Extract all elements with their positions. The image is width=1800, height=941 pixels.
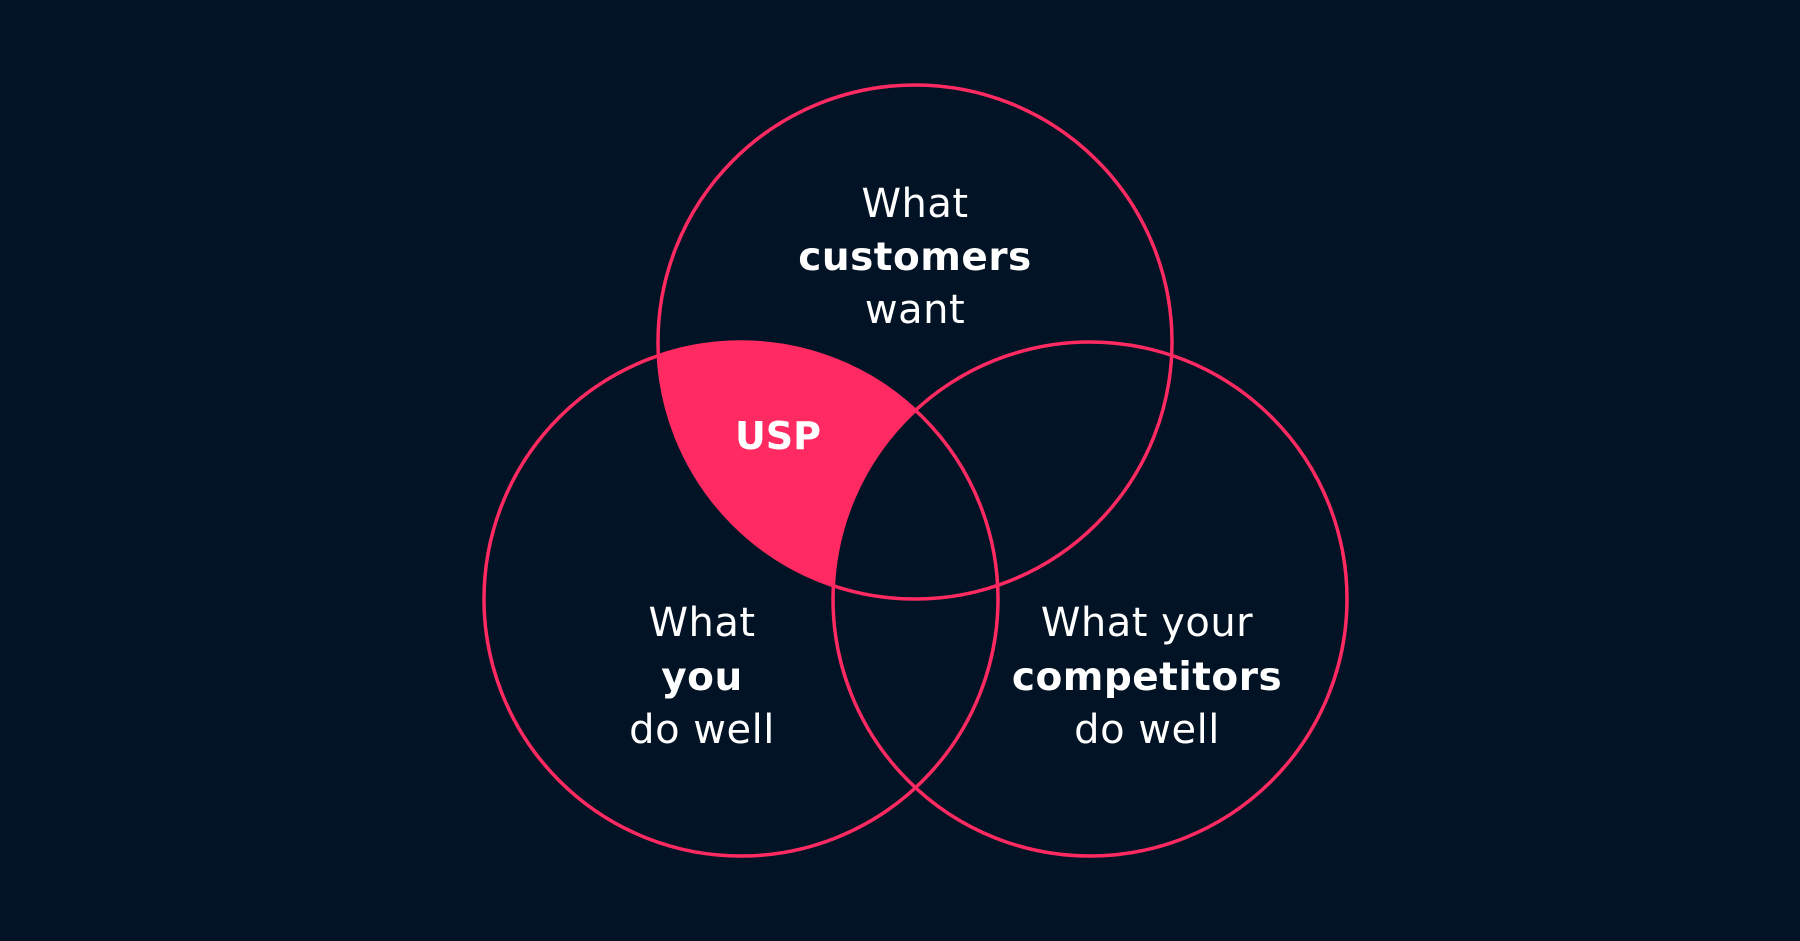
right-label-line2: competitors xyxy=(1012,655,1282,700)
top-label-line2: customers xyxy=(798,235,1032,280)
right-label-line1: What your xyxy=(1041,600,1253,646)
label-competitors-do-well: What your competitors do well xyxy=(1012,600,1282,753)
right-label-line3: do well xyxy=(1074,707,1220,753)
usp-highlight-region xyxy=(658,342,998,599)
left-label-line3: do well xyxy=(629,707,775,753)
label-customers-want: What customers want xyxy=(798,181,1032,333)
top-label-line1: What xyxy=(861,181,968,227)
left-label-line2: you xyxy=(661,655,742,700)
circle-left-outline xyxy=(482,340,1000,858)
circle-top-outline xyxy=(656,83,1174,601)
circle-right-outline xyxy=(831,340,1349,858)
usp-label: USP xyxy=(735,414,821,458)
top-label-line3: want xyxy=(865,287,965,333)
label-you-do-well: What you do well xyxy=(629,600,775,753)
left-label-line1: What xyxy=(648,600,755,646)
